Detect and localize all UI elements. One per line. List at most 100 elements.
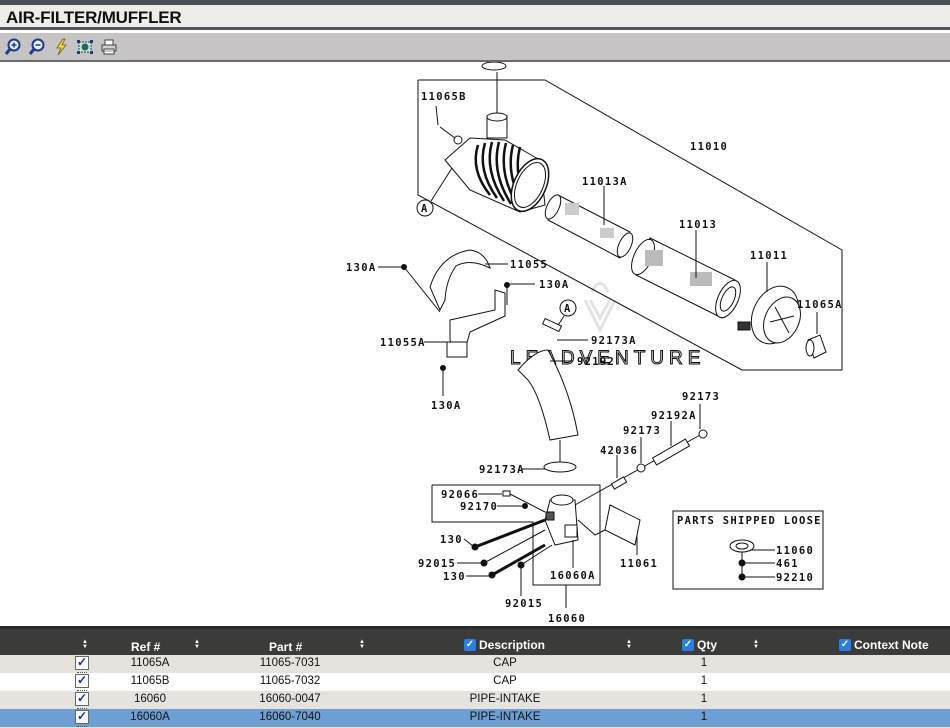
add-note-icon[interactable]: ✓ [75, 708, 89, 724]
watermark-text: LEADVENTURE [510, 348, 705, 369]
cell-ref: 16060A [130, 711, 170, 723]
callout-92192[interactable]: 92192 [577, 356, 615, 368]
title-bar: AIR-FILTER/MUFFLER [0, 5, 950, 30]
callout-11013A[interactable]: 11013A [582, 176, 628, 188]
heat-shield-11055 [378, 249, 508, 313]
table-row-selected[interactable]: ✓ 16060A 16060-7040 PIPE-INTAKE 1 [0, 708, 950, 727]
parts-diagram[interactable]: LEADVENTURE [0, 62, 950, 626]
cell-ref: 11065B [130, 675, 170, 687]
callout-42036[interactable]: 42036 [600, 445, 638, 457]
add-note-icon[interactable]: ✓ [75, 654, 89, 670]
reference-a-circle-2 [559, 299, 577, 317]
cell-description: CAP [493, 657, 517, 669]
column-header-context-note[interactable]: ✓ Context Note [839, 638, 929, 652]
callout-11065A[interactable]: 11065A [797, 299, 843, 311]
loose-item-461[interactable]: 461 [776, 558, 799, 570]
hose-92192A [651, 438, 691, 466]
cell-ref: 16060 [134, 693, 166, 705]
callout-16060[interactable]: 16060 [548, 613, 586, 625]
callout-92173-1[interactable]: 92173 [682, 391, 720, 403]
table-row[interactable]: ✓ 16060 16060-0047 PIPE-INTAKE 1 [0, 690, 950, 709]
column-header-part[interactable]: Part # [269, 640, 303, 654]
callout-92015-1[interactable]: 92015 [418, 558, 456, 570]
cell-qty: 1 [700, 711, 708, 723]
printer-icon [101, 39, 116, 54]
description-column-checkbox[interactable]: ✓ [464, 639, 476, 651]
pipe-intake-16060A [544, 494, 579, 568]
zoom-out-button[interactable] [27, 37, 46, 56]
callout-92170[interactable]: 92170 [460, 501, 498, 513]
sort-icon-part[interactable]: ▲▼ [359, 639, 365, 650]
cell-part: 11065-7032 [259, 675, 321, 687]
loose-item-11060[interactable]: 11060 [776, 545, 814, 557]
loose-item-92210[interactable]: 92210 [776, 572, 814, 584]
cell-part: 16060-7040 [259, 711, 321, 723]
callout-11061[interactable]: 11061 [620, 558, 658, 570]
outer-filter-11013 [631, 230, 741, 319]
callout-11055A[interactable]: 11055A [380, 337, 426, 349]
column-header-description[interactable]: ✓ Description [464, 638, 546, 652]
sort-icon-ref[interactable]: ▲▼ [194, 639, 200, 650]
zoom-out-icon [28, 38, 44, 55]
callout-11013[interactable]: 11013 [679, 219, 717, 231]
callout-11011[interactable]: 11011 [750, 250, 788, 262]
callout-92015-2[interactable]: 92015 [505, 598, 543, 610]
callout-92173A-1[interactable]: 92173A [591, 335, 637, 347]
callout-11065B[interactable]: 11065B [421, 91, 467, 103]
end-cap-11011 [737, 262, 801, 345]
table-row[interactable]: ✓ 11065A 11065-7031 CAP 1 [0, 654, 950, 673]
column-header-ref[interactable]: Ref # [131, 640, 161, 654]
reference-a-circle-1 [416, 199, 434, 217]
callout-92066[interactable]: 92066 [441, 489, 479, 501]
watermark: LEADVENTURE [510, 282, 705, 370]
column-header-qty[interactable]: ✓ Qty [682, 638, 718, 652]
cell-part: 11065-7031 [259, 657, 321, 669]
add-note-icon[interactable]: ✓ [75, 672, 89, 688]
parts-grid: ▲▼ Ref # ▲▼ Part # ▲▼ ✓ Description ▲▼ ✓… [0, 626, 950, 728]
callout-92192A[interactable]: 92192A [651, 410, 697, 422]
context-note-column-checkbox[interactable]: ✓ [839, 639, 851, 651]
air-cleaner-housing [435, 105, 550, 213]
clamp-top [481, 62, 507, 71]
cap-11065A [805, 312, 827, 359]
cell-part: 16060-0047 [259, 693, 321, 705]
callout-92173-2[interactable]: 92173 [623, 425, 661, 437]
loose-box-title: PARTS SHIPPED LOOSE [677, 515, 822, 527]
qty-column-checkbox[interactable]: ✓ [682, 639, 694, 651]
sort-icon-col0[interactable]: ▲▼ [82, 639, 88, 650]
callout-11055[interactable]: 11055 [510, 259, 548, 271]
callout-11010[interactable]: 11010 [690, 141, 728, 153]
exploded-view-drawing: LEADVENTURE [346, 62, 843, 625]
table-row[interactable]: ✓ 11065B 11065-7032 CAP 1 [0, 672, 950, 691]
inner-filter-11013A [544, 186, 634, 259]
quick-fit-button[interactable] [51, 37, 70, 56]
cell-description: PIPE-INTAKE [469, 711, 541, 723]
diagram-toolbar [0, 32, 950, 62]
callout-16060A[interactable]: 16060A [550, 570, 596, 582]
zoom-in-icon [4, 38, 20, 55]
cell-description: CAP [493, 675, 517, 687]
assembly-outline-11010 [417, 79, 843, 371]
bracket-11055A [424, 282, 535, 396]
zoom-in-button[interactable] [3, 37, 22, 56]
callout-130-1[interactable]: 130 [440, 534, 463, 546]
select-icon [76, 39, 93, 54]
select-button[interactable] [75, 37, 94, 56]
page-title: AIR-FILTER/MUFFLER [6, 8, 182, 27]
callout-130A-2[interactable]: 130A [539, 279, 570, 291]
print-button[interactable] [99, 37, 118, 56]
reference-a-label-1: A [421, 203, 429, 215]
reference-a-label-2: A [564, 303, 572, 315]
callout-130-2[interactable]: 130 [443, 571, 466, 583]
lightning-icon [55, 38, 67, 55]
assembly-outline-16060 [431, 484, 601, 586]
clamp-92173A [543, 461, 577, 473]
callout-92173A-2[interactable]: 92173A [479, 464, 525, 476]
add-note-icon[interactable]: ✓ [75, 690, 89, 706]
callout-130A-3[interactable]: 130A [431, 400, 462, 412]
cell-description: PIPE-INTAKE [469, 693, 541, 705]
hose-92192 [517, 349, 579, 441]
sort-icon-qty[interactable]: ▲▼ [753, 639, 759, 650]
callout-130A-1[interactable]: 130A [346, 262, 377, 274]
sort-icon-description[interactable]: ▲▼ [626, 639, 632, 650]
